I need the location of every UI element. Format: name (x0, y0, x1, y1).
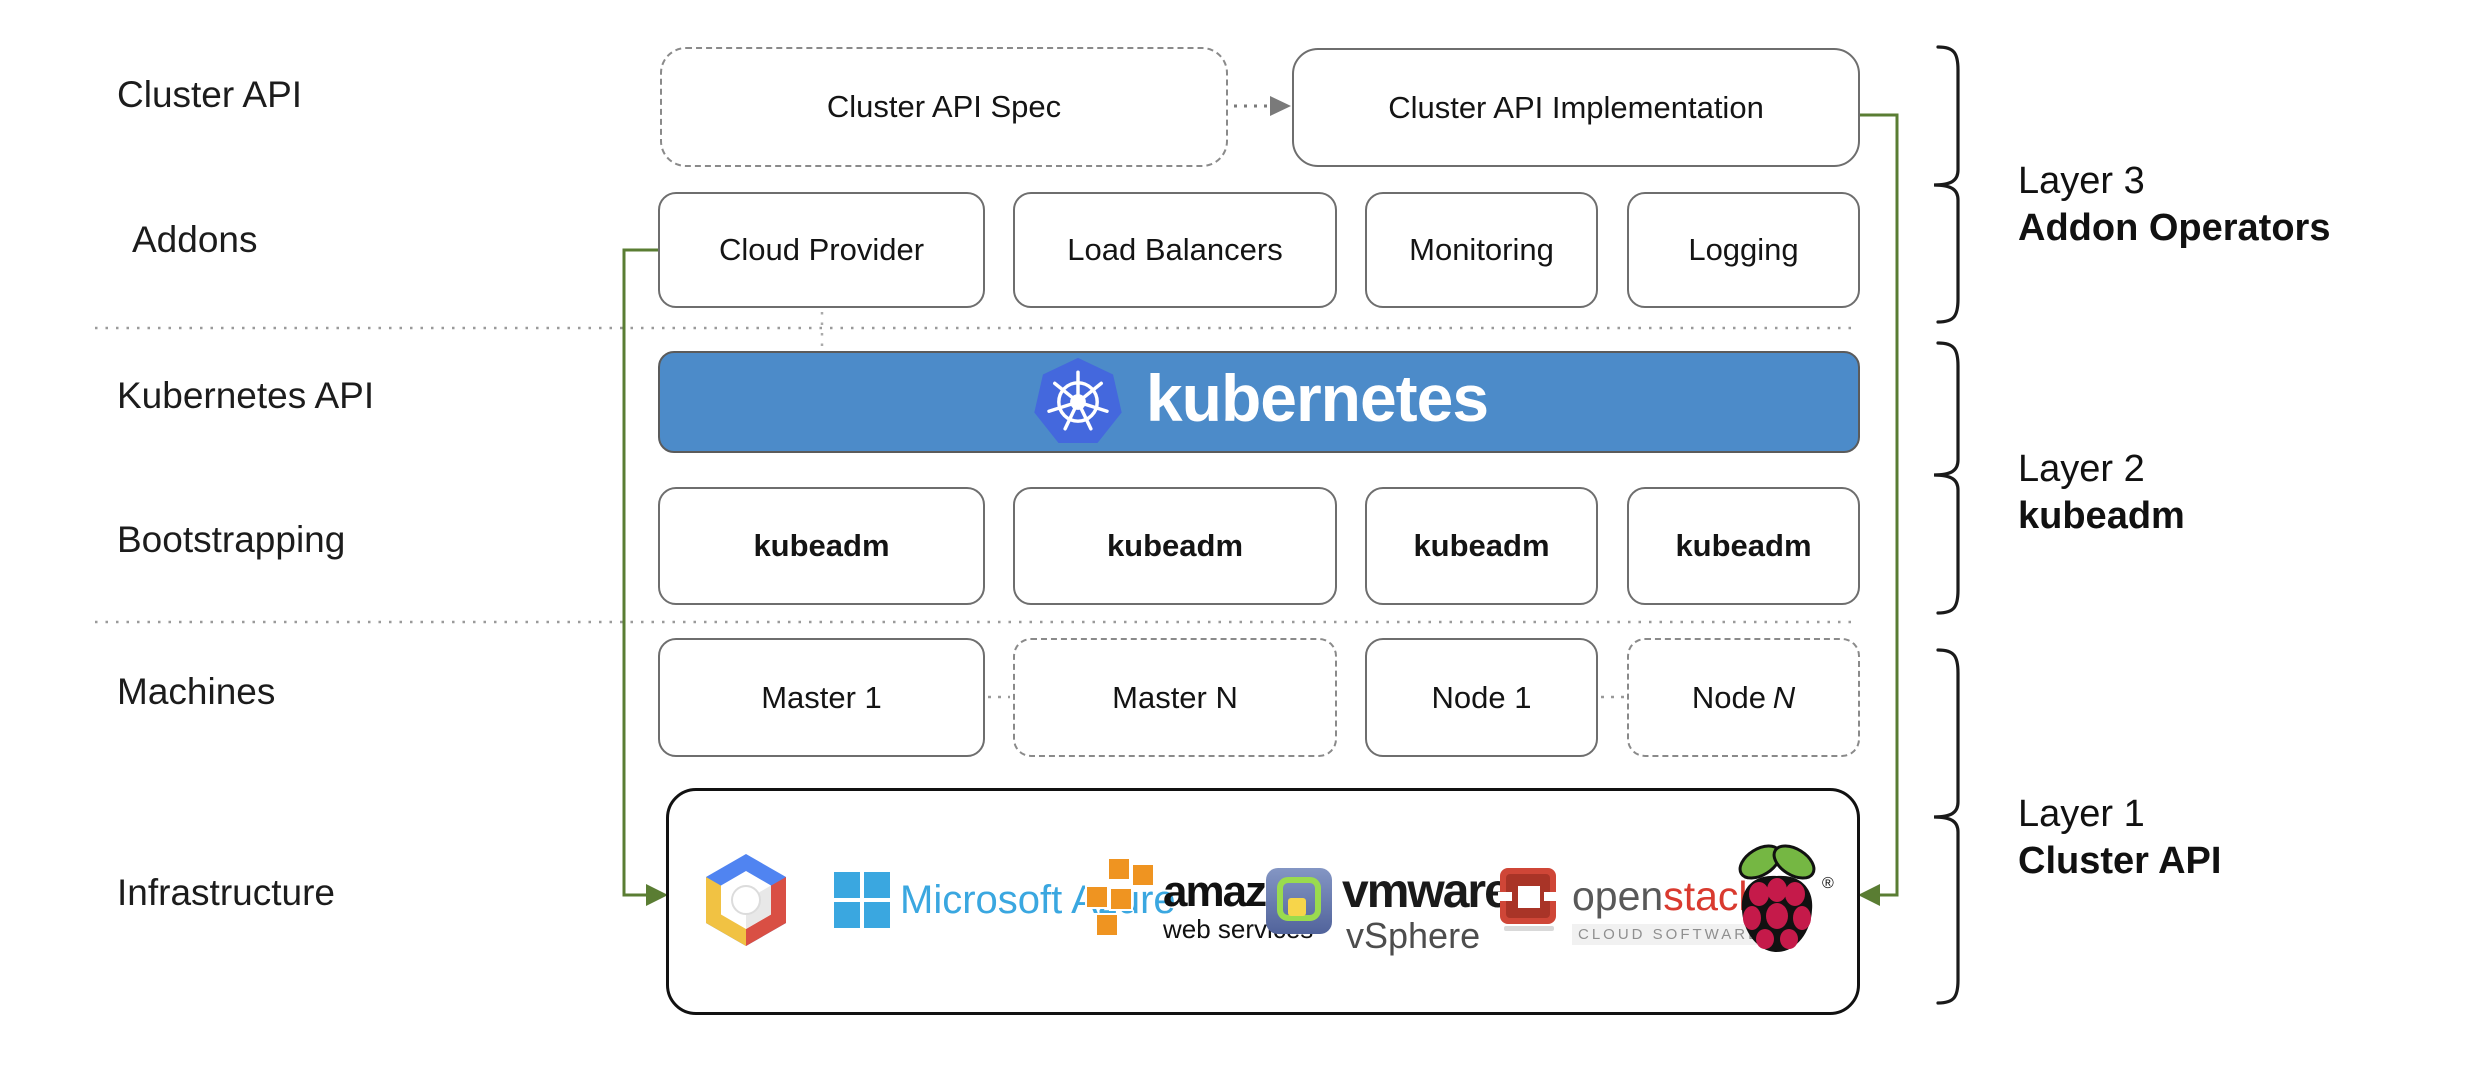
raspberry-pi-trademark: ® (1822, 875, 1834, 892)
right-green-arrowhead (1858, 884, 1880, 906)
vmware-label: vmware® vSphere (1342, 868, 1521, 954)
row-label-cluster-api: Cluster API (117, 74, 303, 115)
layer-2-title: Layer 2 (2018, 448, 2145, 490)
row-label-machines: Machines (117, 671, 276, 712)
kubernetes-wordmark: kubernetes (1145, 361, 1489, 435)
layer-1-label: Layer 1 Cluster API (2018, 791, 2221, 885)
cluster-api-spec-label: Cluster API Spec (826, 89, 1062, 124)
kubeadm-box-2[interactable]: kubeadm (1013, 487, 1337, 605)
kubeadm-box-1[interactable]: kubeadm (658, 487, 985, 605)
load-balancers-label: Load Balancers (1067, 232, 1283, 267)
kubernetes-banner[interactable]: kubernetes (658, 351, 1860, 453)
layer-1-name: Cluster API (2018, 840, 2222, 882)
layer-3-name: Addon Operators (2018, 207, 2331, 249)
spec-arrowhead (1270, 96, 1291, 116)
machine-box-master-1[interactable]: Master 1 (658, 638, 985, 757)
layer-2-name: kubeadm (2018, 495, 2185, 537)
vmware-vsphere-icon (1266, 868, 1332, 934)
openstack-label: openstack™ CLOUD SOFTWARE (1572, 876, 1774, 945)
layer-2-bracket (1933, 341, 1960, 615)
vsphere-label: vSphere (1346, 915, 1481, 956)
infrastructure-box[interactable] (666, 788, 1860, 1015)
layer-2-label: Layer 2 kubeadm (2018, 446, 2185, 540)
implementation-to-infrastructure-line (1860, 113, 1899, 897)
aws-cubes-icon (1085, 857, 1155, 937)
monitoring-label: Monitoring (1409, 232, 1554, 267)
row-label-bootstrapping: Bootstrapping (117, 519, 346, 560)
layer-3-bracket (1933, 45, 1960, 324)
kubeadm-label: kubeadm (753, 528, 890, 563)
vmware-wordmark: vmware (1342, 865, 1511, 918)
microsoft-azure-icon (834, 872, 890, 928)
kubeadm-label: kubeadm (1413, 528, 1550, 563)
cloud-provider-to-infrastructure-line (622, 248, 658, 897)
layer-1-title: Layer 1 (2018, 793, 2145, 835)
addon-box-cloud-provider[interactable]: Cloud Provider (658, 192, 985, 308)
master-1-label: Master 1 (761, 679, 882, 715)
cluster-api-implementation-label: Cluster API Implementation (1388, 89, 1764, 125)
row-label-kubernetes-api: Kubernetes API (117, 375, 375, 416)
google-cloud-platform-icon (706, 854, 786, 946)
cloud-provider-label: Cloud Provider (718, 232, 925, 267)
openstack-tagline: CLOUD SOFTWARE (1572, 924, 1768, 945)
row-label-addons: Addons (132, 219, 258, 260)
logging-label: Logging (1688, 232, 1799, 267)
machine-box-master-n[interactable]: Master N (1013, 638, 1337, 757)
cluster-api-implementation-box[interactable]: Cluster API Implementation (1292, 48, 1860, 167)
raspberry-pi-icon: ® (1738, 844, 1834, 952)
addon-box-load-balancers[interactable]: Load Balancers (1013, 192, 1337, 308)
addon-box-logging[interactable]: Logging (1627, 192, 1860, 308)
kubeadm-box-3[interactable]: kubeadm (1365, 487, 1598, 605)
layer-3-label: Layer 3 Addon Operators (2018, 158, 2330, 252)
machine-box-node-1[interactable]: Node 1 (1365, 638, 1598, 757)
openstack-wordmark-open: open (1572, 873, 1664, 919)
kubeadm-box-4[interactable]: kubeadm (1627, 487, 1860, 605)
kubeadm-label: kubeadm (1675, 528, 1812, 563)
cluster-api-spec-box[interactable]: Cluster API Spec (660, 47, 1228, 167)
addon-box-monitoring[interactable]: Monitoring (1365, 192, 1598, 308)
openstack-icon (1498, 868, 1558, 931)
node-n-suffix: N (1772, 679, 1796, 715)
row-label-infrastructure: Infrastructure (117, 872, 335, 913)
master-n-label: Master N (1112, 679, 1238, 715)
left-green-arrowhead (646, 884, 668, 906)
layer-1-bracket (1933, 648, 1960, 1005)
node-1-label: Node 1 (1431, 679, 1532, 715)
kubeadm-label: kubeadm (1106, 528, 1244, 563)
layer-3-title: Layer 3 (2018, 160, 2145, 202)
node-n-label: Node (1691, 679, 1766, 715)
kubernetes-logo-icon (1034, 357, 1122, 443)
